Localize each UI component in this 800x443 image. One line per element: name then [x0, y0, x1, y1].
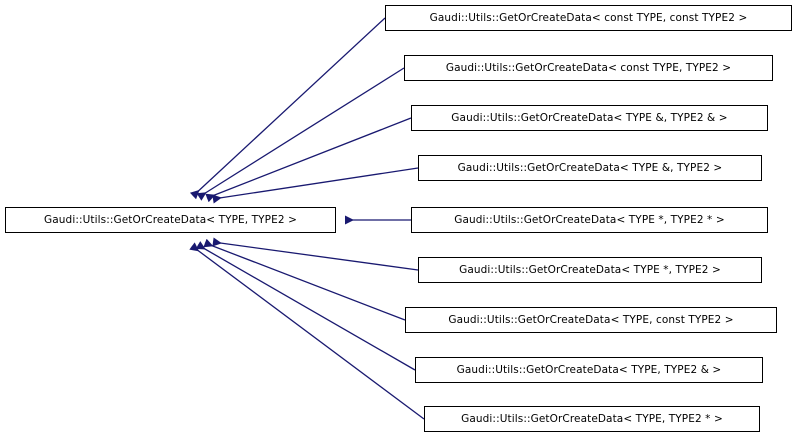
- derived-class-node-3[interactable]: Gaudi::Utils::GetOrCreateData< TYPE &, T…: [411, 105, 768, 131]
- edge-to-derived-2: [196, 67, 405, 201]
- edge-to-derived-1: [189, 17, 386, 200]
- edge-to-derived-3: [205, 117, 412, 203]
- edge-to-derived-6: [212, 237, 419, 271]
- derived-class-label: Gaudi::Utils::GetOrCreateData< TYPE &, T…: [457, 162, 723, 174]
- derived-class-label: Gaudi::Utils::GetOrCreateData< TYPE, TYP…: [461, 413, 723, 425]
- derived-class-node-5[interactable]: Gaudi::Utils::GetOrCreateData< TYPE *, T…: [411, 207, 768, 233]
- derived-class-label: Gaudi::Utils::GetOrCreateData< TYPE *, T…: [459, 264, 721, 276]
- derived-class-label: Gaudi::Utils::GetOrCreateData< const TYP…: [429, 12, 748, 24]
- edge-to-derived-8: [195, 241, 416, 371]
- derived-class-label: Gaudi::Utils::GetOrCreateData< const TYP…: [445, 62, 732, 74]
- base-class-label: Gaudi::Utils::GetOrCreateData< TYPE, TYP…: [44, 214, 297, 226]
- edge-to-derived-4: [212, 167, 419, 204]
- edge-to-derived-7: [203, 238, 406, 321]
- derived-class-node-8[interactable]: Gaudi::Utils::GetOrCreateData< TYPE, TYP…: [415, 357, 763, 383]
- derived-class-node-1[interactable]: Gaudi::Utils::GetOrCreateData< const TYP…: [385, 5, 792, 31]
- derived-class-node-2[interactable]: Gaudi::Utils::GetOrCreateData< const TYP…: [404, 55, 773, 81]
- derived-class-node-9[interactable]: Gaudi::Utils::GetOrCreateData< TYPE, TYP…: [424, 406, 760, 432]
- edge-to-derived-9: [189, 242, 425, 420]
- derived-class-node-4[interactable]: Gaudi::Utils::GetOrCreateData< TYPE &, T…: [418, 155, 762, 181]
- derived-class-label: Gaudi::Utils::GetOrCreateData< TYPE, con…: [448, 314, 734, 326]
- derived-class-label: Gaudi::Utils::GetOrCreateData< TYPE &, T…: [451, 112, 728, 124]
- base-class-node[interactable]: Gaudi::Utils::GetOrCreateData< TYPE, TYP…: [5, 207, 336, 233]
- derived-class-label: Gaudi::Utils::GetOrCreateData< TYPE, TYP…: [456, 364, 722, 376]
- derived-class-label: Gaudi::Utils::GetOrCreateData< TYPE *, T…: [454, 214, 725, 226]
- derived-class-node-7[interactable]: Gaudi::Utils::GetOrCreateData< TYPE, con…: [405, 307, 777, 333]
- derived-class-node-6[interactable]: Gaudi::Utils::GetOrCreateData< TYPE *, T…: [418, 257, 762, 283]
